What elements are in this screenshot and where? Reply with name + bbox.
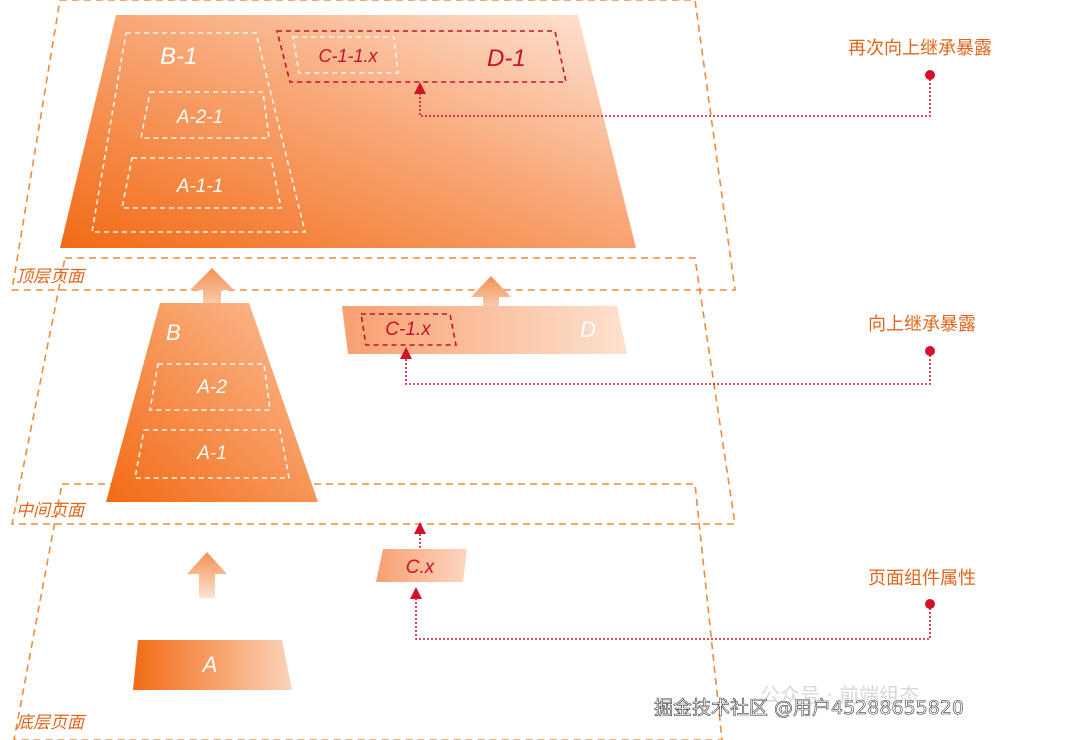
box-c1x-frame [360, 313, 457, 346]
box-a21-label: A-2-1 [176, 107, 223, 128]
cx-up-arrowhead [414, 522, 426, 534]
box-d1-label: D-1 [487, 45, 526, 72]
box-cx-panel [376, 549, 467, 582]
annotation-connector-middle [400, 346, 935, 385]
layer-frame-middle [11, 257, 736, 525]
layer-label-middle: 中间页面 [16, 501, 87, 521]
box-cx-label: C.x [406, 557, 436, 578]
annotation-label-top: 再次向上继承暴露 [848, 38, 992, 59]
box-c11x-frame [292, 36, 399, 74]
box-b-panel [106, 303, 318, 502]
box-b1-label: B-1 [160, 43, 197, 70]
box-c11x-label: C-1-1.x [318, 46, 378, 66]
box-d-label: D [580, 317, 596, 342]
inherit-arrow-b-to-top [190, 268, 234, 318]
annotation-connector-top [414, 70, 935, 117]
box-a2-label: A-2 [196, 377, 227, 398]
box-a1-label: A-1 [196, 443, 227, 464]
watermark-main: 掘金技术社区 @用户45288655820 [654, 697, 964, 719]
box-b1-frame [91, 32, 307, 233]
top-page-panel [60, 15, 636, 248]
layer-label-bottom: 底层页面 [16, 713, 87, 733]
box-a11-frame [121, 157, 282, 209]
box-a-label: A [201, 652, 218, 677]
box-a21-frame [140, 91, 270, 139]
box-a1-frame [134, 429, 290, 479]
inherit-arrow-a-to-middle [187, 552, 227, 598]
annotation-label-middle: 向上继承暴露 [868, 314, 976, 335]
layer-label-top: 顶层页面 [16, 267, 87, 287]
layer-frame-top [11, 0, 736, 291]
layer-frame-bottom [13, 483, 723, 740]
box-a11-label: A-1-1 [176, 176, 223, 197]
box-d-panel [342, 306, 627, 354]
inherit-arrow-d-to-top [471, 276, 511, 318]
annotation-connector-bottom [410, 587, 935, 640]
annotation-label-bottom: 页面组件属性 [868, 568, 976, 589]
box-c1x-label: C-1.x [385, 319, 432, 340]
box-b-label: B [166, 320, 181, 345]
box-d1-frame [275, 30, 567, 83]
watermark-faint: 公众号 · 前端组态 [760, 683, 919, 707]
box-a-panel [133, 640, 292, 690]
